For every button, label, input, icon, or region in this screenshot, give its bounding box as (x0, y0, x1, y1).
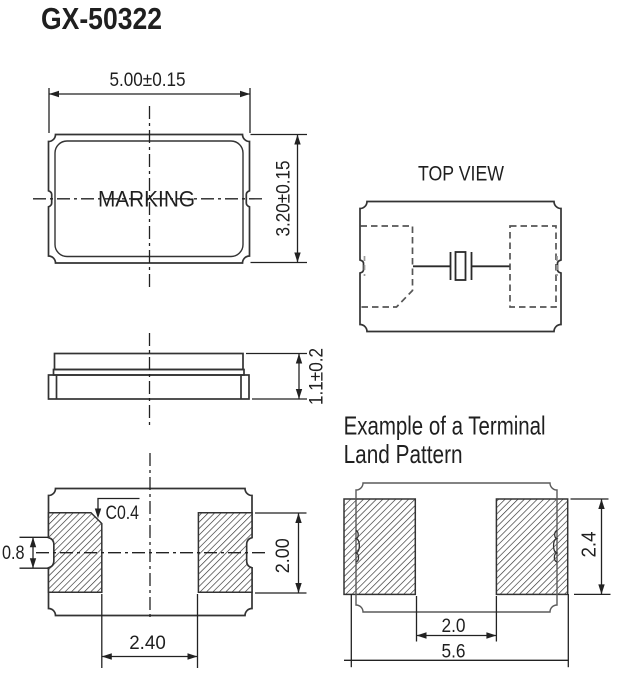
svg-text:Example of a Terminal: Example of a Terminal (344, 411, 546, 441)
svg-text:TOP VIEW: TOP VIEW (418, 163, 504, 186)
svg-text:5.6: 5.6 (442, 641, 466, 663)
svg-text:2.00: 2.00 (272, 538, 294, 573)
svg-text:1.1±0.2: 1.1±0.2 (306, 348, 328, 405)
svg-text:Land Pattern: Land Pattern (344, 439, 463, 469)
svg-text:2.0: 2.0 (442, 615, 466, 637)
svg-text:5.00±0.15: 5.00±0.15 (110, 69, 186, 91)
svg-text:MARKING: MARKING (98, 187, 195, 212)
svg-text:2.4: 2.4 (579, 532, 601, 558)
svg-text:C0.4: C0.4 (106, 502, 140, 524)
svg-text:3.20±0.15: 3.20±0.15 (273, 160, 295, 236)
svg-text:GX-50322: GX-50322 (41, 1, 162, 36)
svg-text:2.40: 2.40 (129, 632, 166, 654)
svg-text:0.8: 0.8 (2, 542, 25, 564)
